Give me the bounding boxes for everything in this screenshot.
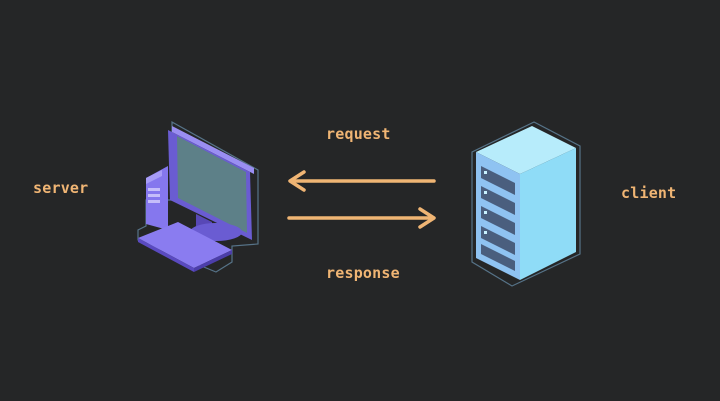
request-label: request (326, 125, 391, 143)
server-label: server (33, 179, 89, 197)
server-rack-icon (471, 121, 581, 287)
response-label: response (326, 264, 400, 282)
response-arrow (287, 207, 436, 229)
request-arrow (288, 170, 436, 192)
client-label: client (621, 184, 677, 202)
desktop-computer-icon (137, 120, 259, 273)
